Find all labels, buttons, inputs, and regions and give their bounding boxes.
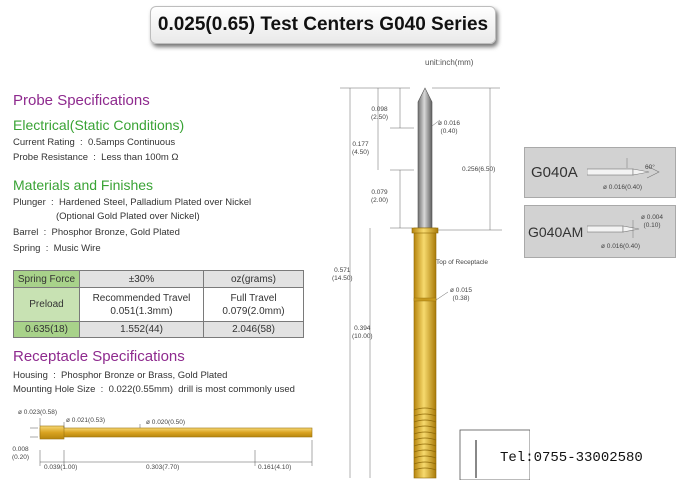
- probe-resistance: Probe Resistance : Less than 100m Ω: [13, 152, 179, 163]
- dim-0-079: 0.079 (2.00): [371, 189, 388, 204]
- tip-diameter: ø 0.016 (0.40): [438, 120, 461, 135]
- probe-spec-heading: Probe Specifications: [13, 92, 150, 109]
- plunger-material: Plunger : Hardened Steel, Palladium Plat…: [13, 197, 252, 208]
- receptacle-dia-1: ø 0.023(0.58): [18, 409, 58, 416]
- spring-force-table: Spring Force ±30% oz(grams) Preload Reco…: [13, 270, 304, 338]
- receptacle-housing: Housing : Phosphor Bronze or Brass, Gold…: [13, 370, 228, 381]
- variant-dia-1: ø 0.004 (0.10): [641, 214, 664, 229]
- current-rating: Current Rating : 0.5amps Continuous: [13, 137, 176, 148]
- full-force: 2.046(58): [203, 321, 304, 338]
- preload-force: 0.635(18): [13, 321, 80, 338]
- receptacle-height: 0.008 (0.20): [12, 446, 29, 461]
- top-of-receptacle-label: Top of Receptacle: [436, 259, 489, 266]
- variant-dia: ø 0.016(0.40): [603, 184, 643, 191]
- unit-note: unit:inch(mm): [425, 58, 474, 67]
- variant-g040am: G040AM ø 0.004 (0.10) ø 0.016(0.40): [524, 205, 676, 258]
- variant-name: G040A: [531, 164, 578, 181]
- barrel-diameter: ø 0.015 (0.38): [450, 287, 473, 302]
- variant-dia-2: ø 0.016(0.40): [601, 243, 641, 250]
- electrical-heading: Electrical(Static Conditions): [13, 117, 185, 133]
- dim-0-571: 0.571 (14.50): [332, 267, 353, 282]
- barrel-material: Barrel : Phosphor Bronze, Gold Plated: [13, 227, 180, 238]
- preload-label: Preload: [13, 287, 80, 322]
- unit-cell: oz(grams): [203, 270, 304, 288]
- tolerance-cell: ±30%: [79, 270, 204, 288]
- full-travel-label: Full Travel: [230, 292, 277, 304]
- receptacle-length-1: 0.039(1.00): [44, 464, 78, 471]
- receptacle-dia-2: ø 0.021(0.53): [66, 417, 106, 424]
- contact-phone: Tel:0755-33002580: [500, 450, 643, 466]
- dim-0-256: 0.256(6.50): [462, 166, 496, 173]
- spring-force-header: Spring Force: [13, 270, 80, 288]
- receptacle-length-2: 0.303(7.70): [146, 464, 180, 471]
- receptacle-drawing: [30, 418, 313, 466]
- recommended-travel-label: Recommended Travel: [92, 292, 191, 304]
- receptacle-heading: Receptacle Specifications: [13, 348, 185, 365]
- plunger-option: (Optional Gold Plated over Nickel): [56, 211, 200, 222]
- materials-heading: Materials and Finishes: [13, 177, 154, 193]
- dim-0-098: 0.098 (2.50): [371, 106, 388, 121]
- page-title: 0.025(0.65) Test Centers G040 Series: [150, 6, 496, 44]
- full-travel-value: 0.079(2.0mm): [222, 305, 285, 317]
- recommended-force: 1.552(44): [79, 321, 204, 338]
- recommended-travel-cell: Recommended Travel 0.051(1.3mm): [79, 287, 204, 322]
- recommended-travel-value: 0.051(1.3mm): [110, 305, 173, 317]
- spring-material: Spring : Music Wire: [13, 243, 101, 254]
- receptacle-mounting: Mounting Hole Size : 0.022(0.55mm) drill…: [13, 384, 295, 395]
- full-travel-cell: Full Travel 0.079(2.0mm): [203, 287, 304, 322]
- receptacle-length-3: 0.161(4.10): [258, 464, 292, 471]
- dim-0-394: 0.394 (10.00): [352, 325, 373, 340]
- tip-g040am-icon: [587, 220, 640, 238]
- tip-g040a-icon: [587, 158, 660, 179]
- receptacle-dia-3: ø 0.020(0.50): [146, 419, 186, 426]
- variant-g040a: G040A 60° ø 0.016(0.40): [524, 147, 676, 198]
- dim-0-177: 0.177 (4.50): [352, 141, 369, 156]
- variant-name: G040AM: [528, 224, 584, 240]
- probe-drawing: [340, 87, 530, 480]
- variant-angle: 60°: [645, 164, 655, 171]
